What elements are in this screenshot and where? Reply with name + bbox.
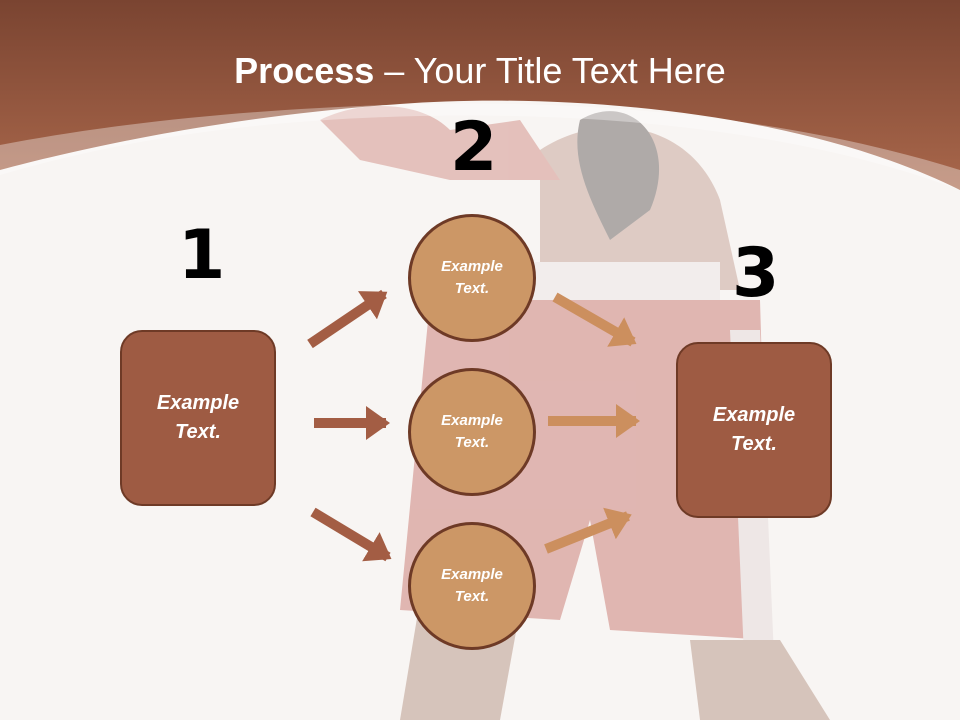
- title-bold: Process: [234, 50, 375, 91]
- circle-middle[interactable]: Example Text.: [408, 368, 536, 496]
- arrow-from-bottom: [544, 507, 632, 554]
- circle-middle-label: Example Text.: [441, 411, 503, 452]
- circle-bottom[interactable]: Example Text.: [408, 522, 536, 650]
- arrow-from-top: [552, 292, 637, 347]
- step-3-label: Example Text.: [712, 404, 796, 455]
- step-number-3: 3: [732, 234, 780, 313]
- header-curve-highlight: [0, 103, 960, 190]
- header-band: [0, 0, 960, 190]
- boxer-photo: [320, 106, 830, 720]
- step-number-1: 1: [178, 216, 226, 295]
- step-3-box[interactable]: Example Text.: [676, 342, 832, 518]
- title-rest: – Your Title Text Here: [374, 50, 726, 91]
- step-1-box[interactable]: Example Text.: [120, 330, 276, 506]
- circle-top-label: Example Text.: [441, 257, 503, 298]
- arrow-to-top: [307, 289, 388, 349]
- step-number-2: 2: [450, 108, 498, 187]
- circle-bottom-label: Example Text.: [441, 565, 503, 606]
- circle-top[interactable]: Example Text.: [408, 214, 536, 342]
- step-1-label: Example Text.: [156, 392, 240, 443]
- page-title: Process – Your Title Text Here: [0, 50, 960, 92]
- arrow-to-bottom: [310, 507, 392, 562]
